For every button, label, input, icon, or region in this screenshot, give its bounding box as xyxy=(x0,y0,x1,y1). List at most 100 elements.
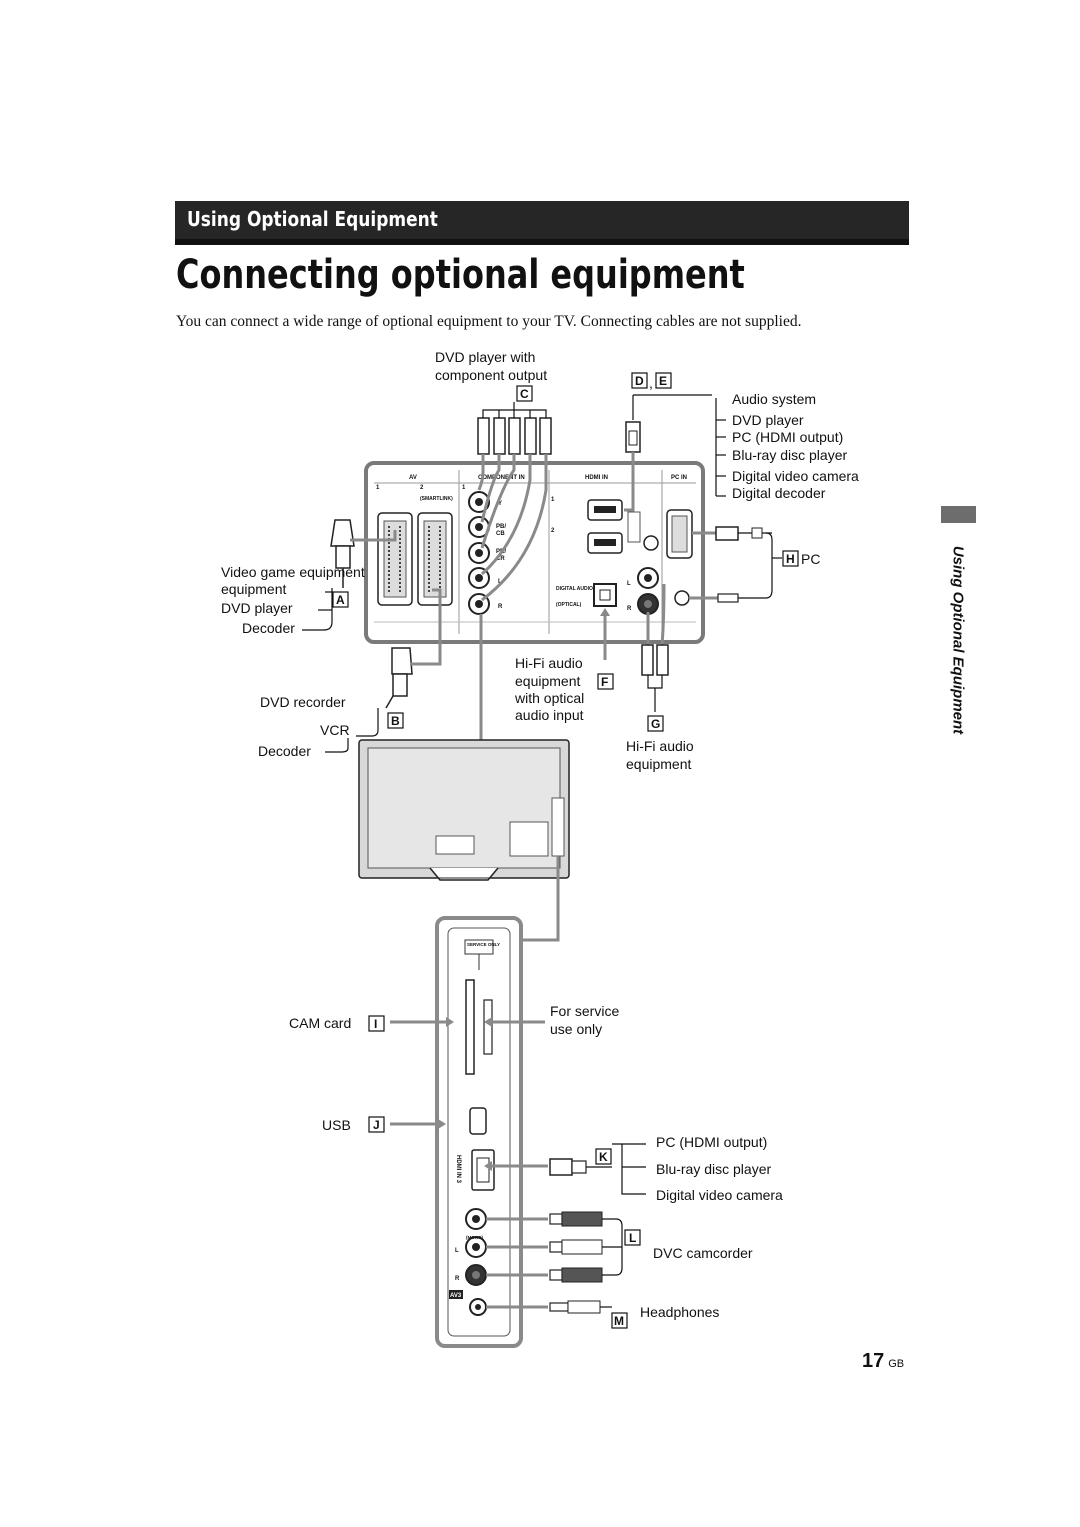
panel-hdmi2-label: 2 xyxy=(551,528,555,534)
badge-d: D xyxy=(631,372,648,389)
section-header-text: Using Optional Equipment xyxy=(187,207,438,231)
label-b-item1: DVD recorder xyxy=(260,694,346,710)
badge-j-text: J xyxy=(373,1118,380,1132)
badge-k: K xyxy=(595,1148,612,1165)
label-k-item2: Blu-ray disc player xyxy=(656,1161,771,1177)
label-service-line1: For service xyxy=(550,1003,619,1019)
page-number-value: 17 xyxy=(862,1350,885,1372)
badge-l: L xyxy=(624,1229,641,1246)
page-title: Connecting optional equipment xyxy=(176,252,745,298)
panel-component-label: COMPONENT IN xyxy=(478,475,525,481)
bracket-lines xyxy=(302,398,726,1195)
page-number-suffix: GB xyxy=(888,1358,905,1370)
section-header-bar: Using Optional Equipment xyxy=(175,201,909,245)
intro-paragraph: You can connect a wide range of optional… xyxy=(176,313,802,330)
pc-audio-jack xyxy=(674,590,690,606)
label-de-item2: DVD player xyxy=(732,412,804,428)
label-f-line2: equipment xyxy=(515,673,580,689)
badge-b-text: B xyxy=(391,714,400,728)
badge-f-text: F xyxy=(601,675,608,689)
side-l-label: L xyxy=(455,1248,459,1254)
av3-label: AV3 xyxy=(450,1293,462,1299)
headphone-plug-m xyxy=(549,1302,569,1312)
panel-y-label: Y xyxy=(498,501,502,507)
label-g-line1: Hi-Fi audio xyxy=(626,738,694,754)
panel-audio-r-label: R xyxy=(627,606,632,612)
panel-l-label: L xyxy=(498,579,502,585)
label-a-item3: Decoder xyxy=(242,620,295,636)
service-only-label: SERVICE ONLY xyxy=(467,942,500,947)
badge-i-text: I xyxy=(374,1017,377,1031)
hdmi-in3-label: HDMI IN 3 xyxy=(455,1155,461,1184)
panel-optical-label: (OPTICAL) xyxy=(556,602,582,608)
label-f-line4: audio input xyxy=(515,707,584,723)
badge-a: A xyxy=(332,591,349,608)
scart-plug-a xyxy=(330,519,397,588)
badge-a-text: A xyxy=(336,593,345,607)
panel-hdmi1-label: 1 xyxy=(551,497,555,503)
label-de-item5: Digital video camera xyxy=(732,468,859,484)
badge-l-text: L xyxy=(629,1231,636,1245)
optical-arrow xyxy=(600,608,610,616)
side-r-label: R xyxy=(455,1276,460,1282)
label-a-item1: Video game equipment xyxy=(221,564,365,580)
label-c-line1: DVD player with xyxy=(435,349,535,365)
label-f-line3: with optical xyxy=(514,690,584,706)
label-de-item3: PC (HDMI output) xyxy=(732,429,843,445)
component-jacks xyxy=(468,491,490,615)
panel-av-label: AV xyxy=(409,475,417,481)
label-j: USB xyxy=(322,1117,351,1133)
mono-label: (MONO) xyxy=(466,1235,483,1240)
callout-labels: DVD player with component output C D , E… xyxy=(221,349,859,1329)
scart-socket-av1 xyxy=(377,512,413,606)
pc-cables-h xyxy=(689,526,782,603)
badge-de-separator: , xyxy=(649,375,653,391)
label-a-item1-b: equipment xyxy=(221,581,286,597)
label-h: PC xyxy=(801,551,820,567)
panel-audio-l-label: L xyxy=(627,581,631,587)
label-g-line2: equipment xyxy=(626,756,691,772)
badge-c: C xyxy=(516,385,533,402)
badge-d-text: D xyxy=(635,374,644,388)
panel-av2-label: 2 xyxy=(420,485,424,491)
panel-pb-label: PB/ xyxy=(496,524,506,530)
hdmi-plug-k xyxy=(549,1158,573,1176)
badge-f: F xyxy=(597,673,614,690)
label-de-item6: Digital decoder xyxy=(732,485,826,501)
label-de-item4: Blu-ray disc player xyxy=(732,447,847,463)
badge-g: G xyxy=(647,715,664,732)
badge-k-text: K xyxy=(599,1150,608,1164)
service-slot xyxy=(483,999,493,1055)
hdmi-sockets xyxy=(587,499,659,554)
label-de-item1: Audio system xyxy=(732,391,816,407)
usb-port xyxy=(469,1107,487,1135)
badge-m-text: M xyxy=(614,1314,624,1328)
tv-rear-view xyxy=(358,739,570,881)
badge-e: E xyxy=(655,372,672,389)
tv-side-cable xyxy=(516,856,560,942)
badge-h-text: H xyxy=(786,552,795,566)
side-panel: SERVICE ONLY HDMI IN 3 (MONO) L R AV3 xyxy=(435,916,523,1348)
label-f-line1: Hi-Fi audio xyxy=(515,655,583,671)
panel-pcin-label: PC IN xyxy=(671,475,687,481)
label-k-item1: PC (HDMI output) xyxy=(656,1134,767,1150)
label-service-line2: use only xyxy=(550,1021,602,1037)
badge-h: H xyxy=(782,550,799,567)
panel-hdmi-label: HDMI IN xyxy=(585,475,608,481)
badge-i: I xyxy=(368,1015,385,1032)
badge-c-text: C xyxy=(520,387,529,401)
label-b-item2: VCR xyxy=(320,722,350,738)
component-cable xyxy=(477,402,552,602)
label-a-item2: DVD player xyxy=(221,600,293,616)
rear-panel: AV 1 2 (SMARTLINK) COMPONENT IN 1 HDMI I… xyxy=(364,461,705,644)
scart-plug-b xyxy=(385,588,442,709)
badge-b: B xyxy=(387,712,404,729)
audio-cable-g xyxy=(641,583,669,712)
panel-digital-label: DIGITAL AUDIO OUT xyxy=(556,586,605,592)
label-i: CAM card xyxy=(289,1015,351,1031)
panel-cb-label: CB xyxy=(496,531,505,537)
scart-socket-av2 xyxy=(417,512,453,606)
badge-g-text: G xyxy=(651,717,660,731)
cam-slot xyxy=(465,979,475,1075)
